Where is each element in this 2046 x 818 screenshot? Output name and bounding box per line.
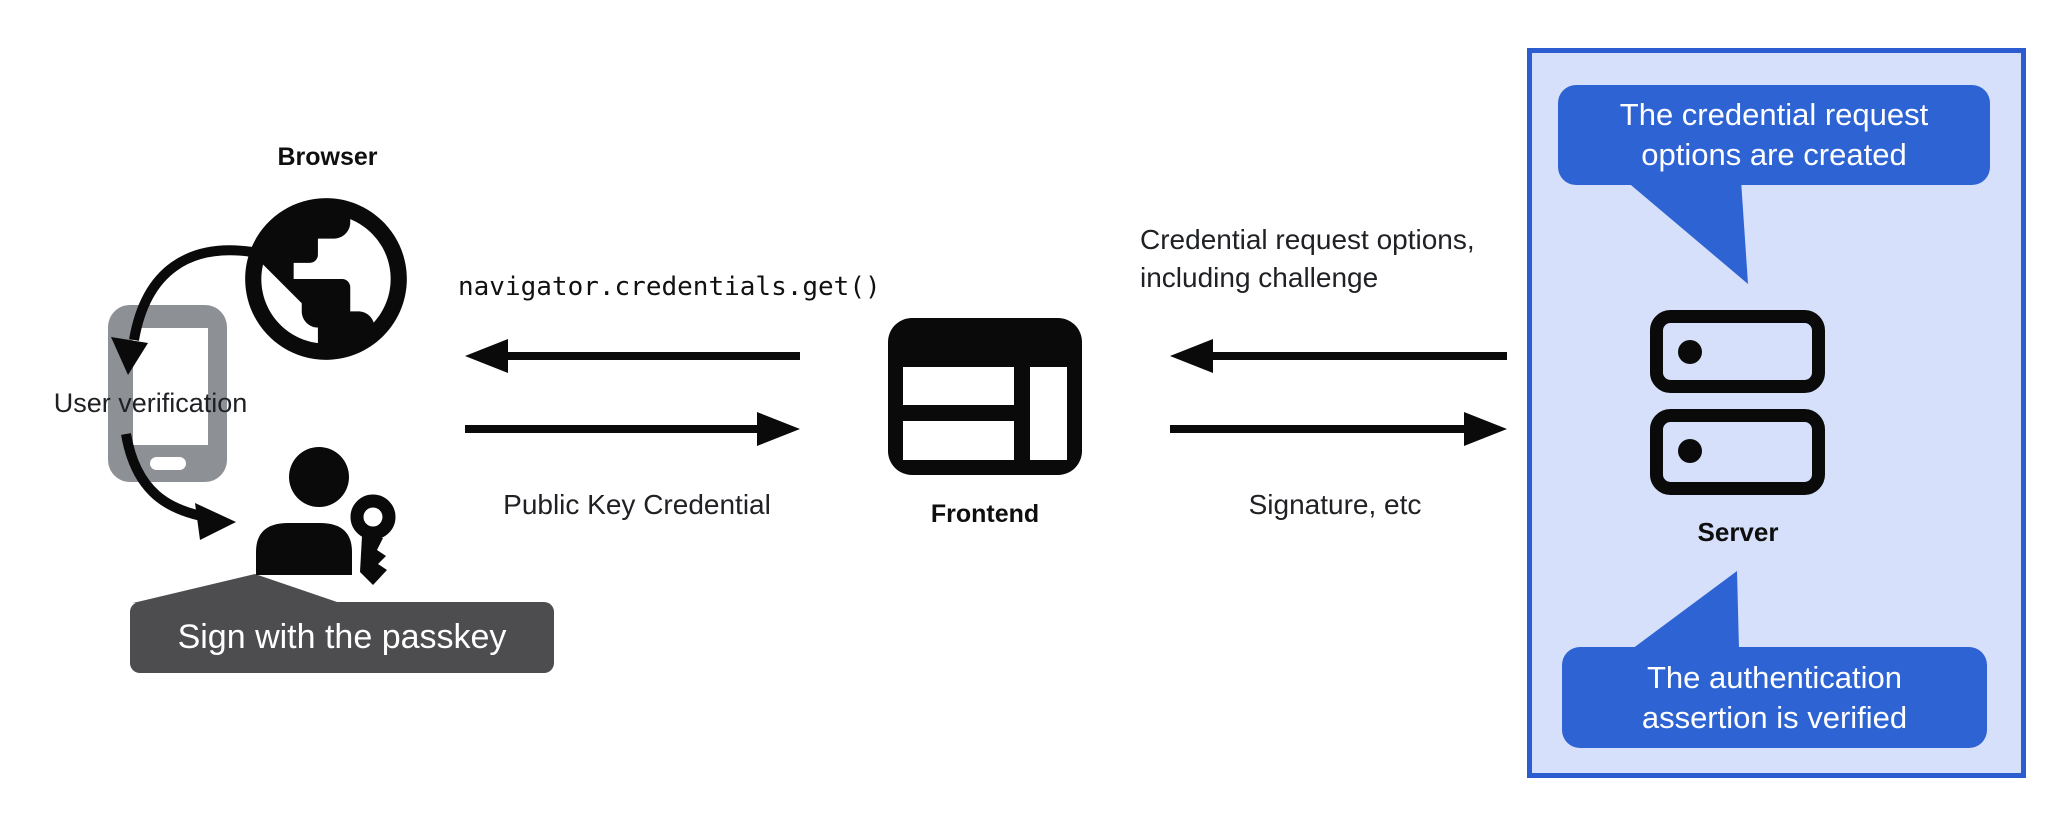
bottom-callout-bubble: The authentication assertion is verified — [1562, 647, 1987, 748]
globe-icon — [245, 198, 407, 360]
sign-badge-tail — [133, 574, 340, 603]
signature-etc-label: Signature, etc — [1248, 489, 1422, 520]
browser-label: Browser — [277, 143, 378, 171]
credential-request-line1: Credential request options, — [1140, 224, 1475, 255]
navigator-credentials-get-code: navigator.credentials.get() — [458, 272, 881, 302]
user-verification-label: User verification — [53, 388, 248, 418]
credential-request-options-label: Credential request options, including ch… — [1140, 221, 1475, 297]
arrow-get-call-left — [465, 339, 800, 373]
top-callout-line2: options are created — [1641, 137, 1907, 172]
top-callout-tail — [1625, 180, 1748, 284]
bottom-callout-line2: assertion is verified — [1641, 699, 1908, 735]
arrow-signature-right — [1170, 412, 1507, 446]
browser-window-icon — [888, 318, 1082, 475]
bottom-callout-tail — [1632, 571, 1739, 649]
user-with-key-icon — [256, 447, 396, 585]
user-head — [289, 447, 349, 507]
arrow-request-options-left — [1170, 339, 1507, 373]
credential-request-line2: including challenge — [1140, 262, 1379, 293]
top-callout-line1: The credential request — [1619, 97, 1929, 132]
bottom-callout-line1: The authentication — [1646, 659, 1903, 695]
key-icon — [350, 494, 396, 585]
public-key-credential-label: Public Key Credential — [503, 489, 771, 520]
frontend-label: Frontend — [930, 500, 1040, 528]
sign-badge-text: Sign with the passkey — [177, 618, 507, 656]
arrow-public-key-right — [465, 412, 800, 446]
top-callout-bubble: The credential request options are creat… — [1558, 85, 1990, 185]
server-icon — [1650, 310, 1825, 495]
server-label: Server — [1697, 517, 1779, 547]
user-body — [256, 523, 352, 575]
sign-with-passkey-badge: Sign with the passkey — [130, 602, 554, 673]
